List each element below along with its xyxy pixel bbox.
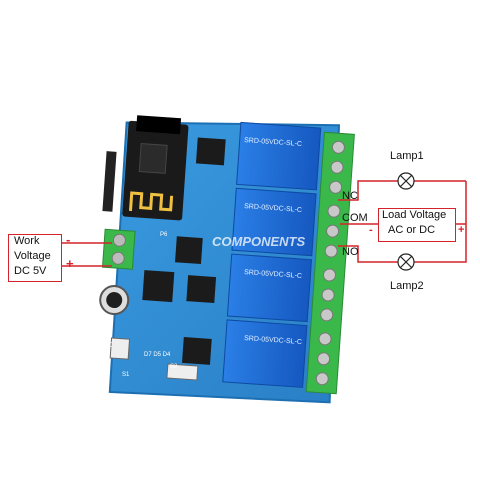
wire-no xyxy=(338,245,398,263)
load-voltage-line1: Load Voltage xyxy=(382,209,447,221)
relay-2 xyxy=(231,187,317,257)
relay-model-2: SRD-05VDC-SL-C xyxy=(244,203,302,214)
load-plus: + xyxy=(458,224,465,236)
driver-chip xyxy=(182,336,212,365)
watermark-text: COMPONENTS xyxy=(212,234,306,249)
pin-header xyxy=(102,151,117,212)
lamp2-icon xyxy=(397,253,415,271)
nc-label: NC xyxy=(342,190,358,202)
silk-lc: LC xyxy=(104,342,113,349)
work-voltage-box xyxy=(8,234,62,282)
lamp1-icon xyxy=(397,172,415,190)
work-voltage-line2: Voltage xyxy=(14,250,51,262)
relay-texts: SRD-05VDC-SL-C SRD-05VDC-SL-C SRD-05VDC-… xyxy=(244,137,302,346)
work-voltage-line1: Work xyxy=(14,235,40,247)
relay-4 xyxy=(222,319,308,388)
button-s1 xyxy=(109,337,131,360)
jumper xyxy=(175,236,203,265)
wire-right-loop xyxy=(414,181,467,263)
capacitor-top xyxy=(106,292,123,309)
relay-1 xyxy=(236,121,322,191)
relay-board xyxy=(99,115,355,404)
load-terminals xyxy=(305,131,355,395)
com-label: COM xyxy=(342,212,368,224)
button-s2 xyxy=(166,363,199,381)
load-minus: - xyxy=(369,224,373,236)
silk-s1: S1 xyxy=(122,372,130,378)
lamp1-label: Lamp1 xyxy=(390,150,424,162)
relays xyxy=(222,121,322,388)
silk-p6: P6 xyxy=(160,232,168,238)
mcu-chip xyxy=(142,270,175,303)
silk-leds: D7 D5 D4 xyxy=(144,352,171,358)
relay-3 xyxy=(226,253,313,323)
relay-model-4: SRD-05VDC-SL-C xyxy=(244,335,302,346)
wire-nc xyxy=(338,180,398,201)
relay-model-3: SRD-05VDC-SL-C xyxy=(244,269,302,280)
lamp2-label: Lamp2 xyxy=(390,280,424,292)
driver-chip xyxy=(195,137,226,166)
work-minus: - xyxy=(66,232,71,247)
load-voltage-box xyxy=(378,208,456,242)
wiring xyxy=(62,180,467,267)
antenna-icon xyxy=(128,191,174,212)
power-terminal xyxy=(101,228,136,270)
work-plus: + xyxy=(66,256,74,271)
silk-s2: S2 xyxy=(170,364,178,370)
screw-icon xyxy=(112,233,126,247)
terminal-screws xyxy=(315,140,345,386)
driver-chip xyxy=(186,275,217,304)
relay-model-1: SRD-05VDC-SL-C xyxy=(244,137,302,148)
module-chip xyxy=(138,143,168,174)
header-pins xyxy=(136,115,182,135)
screw-icon xyxy=(111,251,125,265)
load-voltage-line2: AC or DC xyxy=(388,224,436,236)
no-label: NO xyxy=(342,246,359,258)
work-voltage-line3: DC 5V xyxy=(14,265,47,277)
